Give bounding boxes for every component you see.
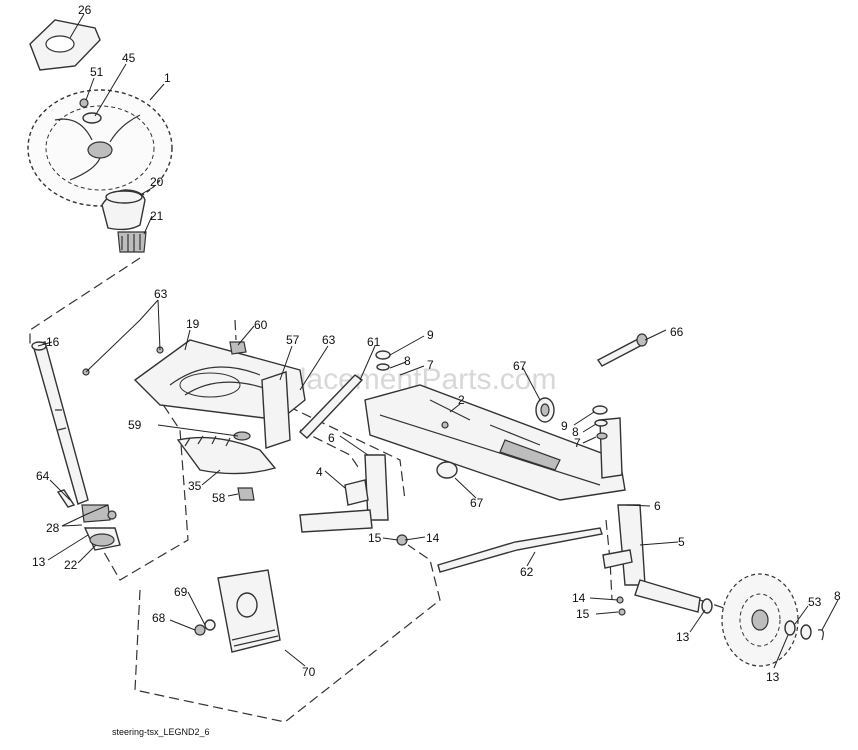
callout-28: 28 bbox=[46, 521, 60, 535]
callout-1: 1 bbox=[164, 71, 171, 85]
callout-67-bottom: 67 bbox=[470, 496, 484, 510]
left-spindle-part bbox=[299, 454, 408, 546]
callout-58: 58 bbox=[212, 491, 226, 505]
front-axle-part bbox=[364, 384, 626, 501]
callout-8-right: 8 bbox=[572, 425, 579, 439]
right-spindle-part bbox=[599, 417, 701, 613]
callout-16: 16 bbox=[46, 335, 60, 349]
callout-labels: 26 51 45 1 20 21 63 19 60 57 63 61 9 8 7… bbox=[32, 3, 841, 684]
sector-gear-part bbox=[176, 431, 277, 475]
callout-6-left: 6 bbox=[328, 431, 335, 445]
callout-7-right: 7 bbox=[574, 436, 581, 450]
hood-bracket-part bbox=[194, 569, 281, 653]
callout-8-wheel: 8 bbox=[834, 589, 841, 603]
callout-14-right: 14 bbox=[572, 591, 586, 605]
leader-lines bbox=[37, 13, 839, 669]
callout-69: 69 bbox=[174, 585, 188, 599]
callout-9-left: 9 bbox=[427, 328, 434, 342]
callout-62: 62 bbox=[520, 565, 534, 579]
steering-adapter-part bbox=[101, 189, 146, 231]
steering-cover-part bbox=[29, 19, 101, 71]
callout-13-shaft: 13 bbox=[32, 555, 46, 569]
callout-66: 66 bbox=[670, 325, 684, 339]
callout-57: 57 bbox=[286, 333, 300, 347]
pinion-gear-part bbox=[81, 504, 121, 551]
wheel-hardware-parts bbox=[616, 596, 824, 641]
callout-5: 5 bbox=[678, 535, 685, 549]
callout-70: 70 bbox=[302, 665, 316, 679]
callout-9-right: 9 bbox=[561, 419, 568, 433]
callout-35: 35 bbox=[188, 479, 202, 493]
diagram-caption: steering-tsx_LEGND2_6 bbox=[112, 727, 210, 737]
callout-63-right: 63 bbox=[322, 333, 336, 347]
callout-13-wheel: 13 bbox=[766, 670, 780, 684]
callout-53: 53 bbox=[808, 595, 822, 609]
callout-19: 19 bbox=[186, 317, 200, 331]
callout-22: 22 bbox=[64, 558, 78, 572]
callout-20: 20 bbox=[150, 175, 164, 189]
steering-wheel-part bbox=[27, 89, 173, 207]
callout-67-top: 67 bbox=[513, 359, 527, 373]
axle-bushing-parts bbox=[436, 397, 555, 479]
callout-68: 68 bbox=[152, 611, 166, 625]
pivot-bolt-part bbox=[596, 333, 648, 367]
callout-13-spindle: 13 bbox=[676, 630, 690, 644]
callout-8-left: 8 bbox=[404, 354, 411, 368]
drag-link-part bbox=[298, 374, 364, 439]
callout-63-left: 63 bbox=[154, 287, 168, 301]
callout-60: 60 bbox=[254, 318, 268, 332]
spindle-washer-parts bbox=[375, 350, 608, 440]
callout-2: 2 bbox=[458, 393, 465, 407]
assembly-lines bbox=[29, 257, 801, 723]
callout-14-left: 14 bbox=[426, 531, 440, 545]
callout-6-right: 6 bbox=[654, 499, 661, 513]
callout-45: 45 bbox=[122, 51, 136, 65]
callout-4: 4 bbox=[316, 465, 323, 479]
front-wheel-part bbox=[721, 573, 799, 667]
callout-21: 21 bbox=[150, 209, 164, 223]
callout-61: 61 bbox=[367, 335, 381, 349]
callout-15-right: 15 bbox=[576, 607, 590, 621]
bolt-part bbox=[56, 489, 76, 508]
plate-part bbox=[261, 371, 291, 449]
callout-7-left: 7 bbox=[427, 358, 434, 372]
tie-rod-part bbox=[437, 527, 603, 573]
bushing-part bbox=[117, 231, 147, 253]
callout-26: 26 bbox=[78, 3, 92, 17]
callout-59: 59 bbox=[128, 418, 142, 432]
callout-64: 64 bbox=[36, 469, 50, 483]
callout-15-left: 15 bbox=[368, 531, 382, 545]
callout-51: 51 bbox=[90, 65, 104, 79]
